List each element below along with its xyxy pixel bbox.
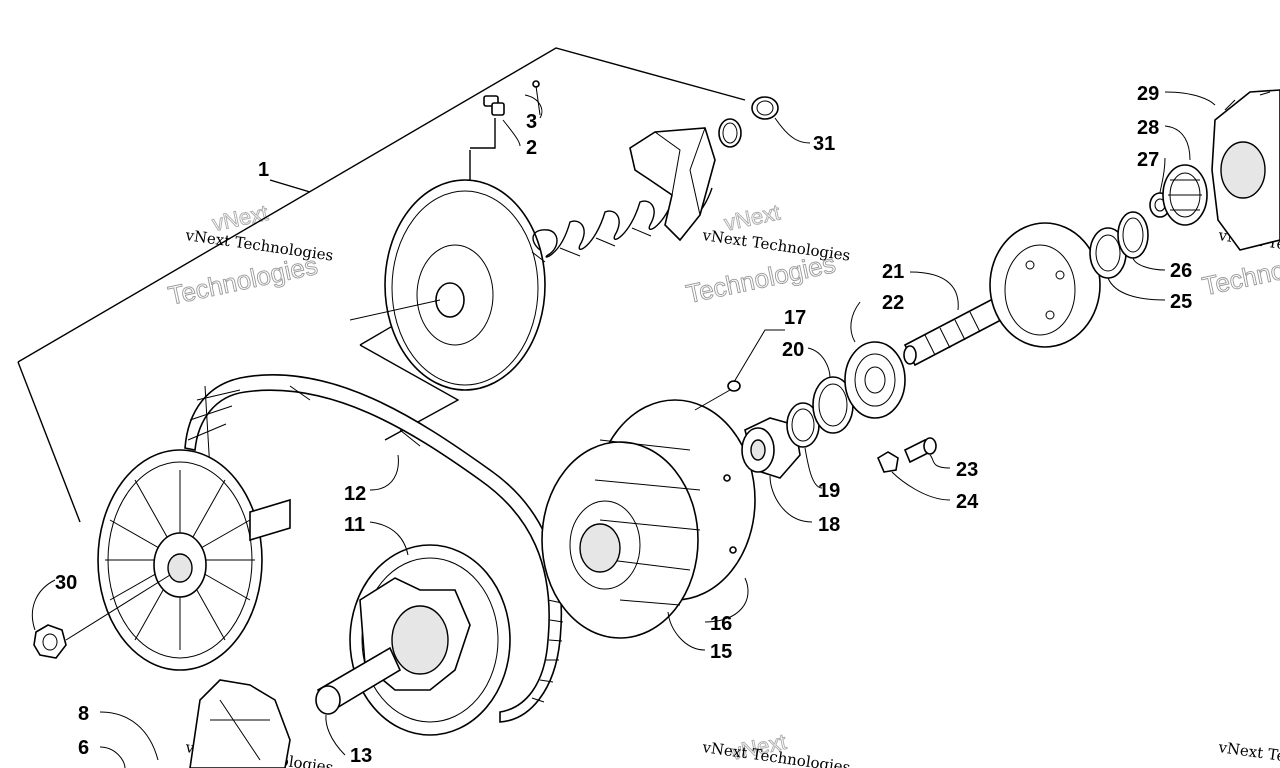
callout-17: 17	[784, 307, 806, 329]
moving-sheave	[541, 399, 756, 639]
callout-16: 16	[710, 613, 732, 635]
ring-20	[812, 376, 854, 434]
callout-28: 28	[1137, 117, 1159, 139]
watermark-line: vNext Technologies	[1216, 738, 1280, 768]
leader-lines	[31, 91, 1216, 768]
callout-labels: 1 2 3 31 29 28 27 26 25 21 22 17 20 19 1…	[55, 83, 1192, 767]
callout-30: 30	[55, 572, 77, 594]
cam-spider	[629, 127, 716, 242]
callout-8: 8	[78, 703, 89, 725]
partial-clutch	[189, 679, 291, 768]
callout-21: 21	[882, 261, 904, 283]
hub-29	[1211, 89, 1280, 251]
callout-29: 29	[1137, 83, 1159, 105]
watermark-line: vNext Technologies	[183, 226, 334, 265]
nut-part	[33, 574, 171, 659]
callout-23: 23	[956, 459, 978, 481]
callout-24: 24	[956, 491, 979, 513]
bushing-18	[741, 417, 801, 479]
bolt-23	[903, 437, 937, 464]
callout-25: 25	[1170, 291, 1192, 313]
driven-pulley	[97, 449, 291, 671]
callout-3: 3	[526, 111, 537, 133]
bearing-22	[844, 341, 906, 419]
bearing-28	[1162, 164, 1208, 226]
watermark-line: vNext Technologies	[700, 226, 851, 265]
ring-26	[1117, 211, 1149, 259]
drive-clutch	[315, 544, 511, 736]
callout-22: 22	[882, 292, 904, 314]
clip-part	[483, 80, 541, 116]
callout-20: 20	[782, 339, 804, 361]
callout-27: 27	[1137, 149, 1159, 171]
callout-15: 15	[710, 641, 732, 663]
snap-ring	[718, 96, 779, 148]
shaft-21	[903, 222, 1101, 367]
nut-24	[876, 451, 899, 473]
bolt-17	[694, 329, 785, 411]
callout-19: 19	[818, 480, 840, 502]
callout-31: 31	[813, 133, 835, 155]
callout-1: 1	[258, 159, 269, 181]
callout-12: 12	[344, 483, 366, 505]
fixed-sheave	[349, 179, 546, 391]
callout-6: 6	[78, 737, 89, 759]
callout-18: 18	[818, 514, 840, 536]
callout-26: 26	[1170, 260, 1192, 282]
callout-13: 13	[350, 745, 372, 767]
drive-belt	[184, 373, 564, 723]
callout-2: 2	[526, 137, 537, 159]
callout-11: 11	[344, 514, 365, 536]
